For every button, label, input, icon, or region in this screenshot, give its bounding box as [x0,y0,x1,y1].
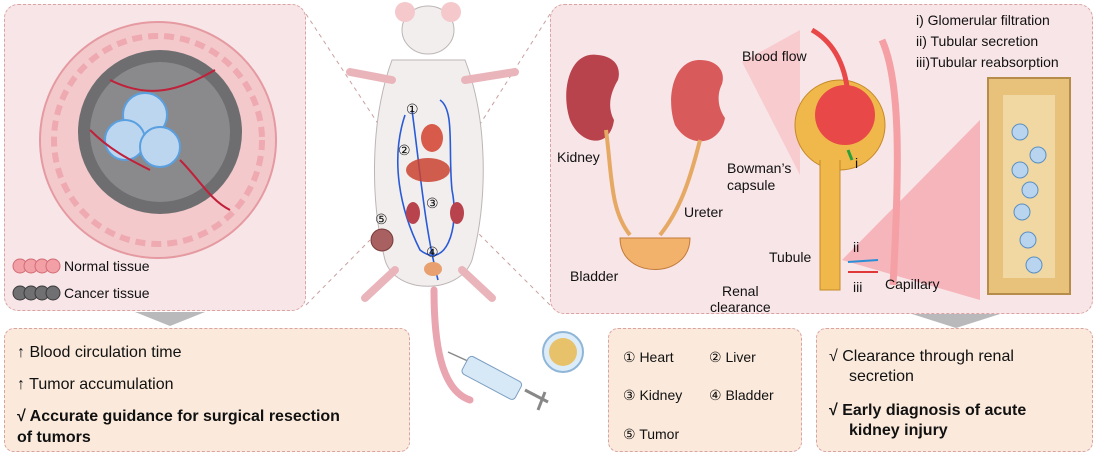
benefit-accumulation: ↑ Tumor accumulation [17,376,174,393]
label-mark-ii: ii [853,239,860,255]
organ-legend-box: ① Heart ② Liver ③ Kidney ④ Bladder ⑤ Tum… [608,328,802,452]
label-tubule: Tubule [769,249,812,265]
tumor-tissue-illustration [39,21,277,259]
organ-legend-liver: ② Liver [709,349,756,365]
benefit-renal-clearance-line2: secretion [849,368,914,385]
tumor-benefits-box: ↑ Blood circulation time ↑ Tumor accumul… [4,328,410,452]
benefit-aki-diagnosis-line1: √ Early diagnosis of acute [829,402,1027,419]
label-kidney: Kidney [557,149,600,165]
benefit-aki-diagnosis-line2: kidney injury [849,422,948,439]
label-bowmans-line1: Bowman’s [727,160,792,176]
marker-heart: ① [406,101,419,117]
capillary-illustration [987,77,1071,295]
organ-legend-tumor: ⑤ Tumor [623,426,680,442]
label-renal-line1: Renal [722,283,759,299]
label-capillary: Capillary [885,276,940,292]
benefit-renal-clearance-line1: √ Clearance through renal [829,348,1014,365]
benefit-surgical-guidance-line1: √ Accurate guidance for surgical resecti… [17,408,340,425]
syringe-illustration [447,331,584,411]
benefit-circulation: ↑ Blood circulation time [17,344,182,361]
pointer-triangle [912,314,1000,328]
step-secretion: ii) Tubular secretion [916,33,1039,49]
normal-tissue-swatch [12,258,61,274]
zoom-spotlight [742,30,800,175]
organ-legend-kidney: ③ Kidney [623,387,683,403]
label-bladder: Bladder [570,268,619,284]
marker-bladder: ④ [426,244,439,260]
step-filtration: i) Glomerular filtration [916,12,1050,28]
label-blood-flow: Blood flow [742,48,807,64]
nephron-illustration [794,27,901,291]
legend-normal-tissue: Normal tissue [64,258,150,274]
kidney-illustration [566,54,725,270]
connector-line [469,224,551,306]
benefit-surgical-guidance-line2: of tumors [17,429,91,446]
legend-cancer-tissue: Cancer tissue [64,285,150,301]
zoom-spotlight [842,120,980,300]
label-renal-line2: clearance [710,299,771,315]
marker-kidney: ③ [426,195,439,211]
organ-legend-heart: ① Heart [623,349,674,365]
label-mark-i: i [855,155,859,171]
cancer-tissue-swatch [12,285,61,301]
organ-legend-bladder: ④ Bladder [709,387,774,403]
label-mark-iii: iii [853,279,863,295]
marker-liver: ② [398,142,411,158]
connector-line [305,239,371,306]
renal-benefits-box: √ Clearance through renal secretion √ Ea… [816,328,1093,452]
marker-tumor: ⑤ [375,211,388,227]
secretion-arrow [847,259,879,263]
pointer-triangle [135,312,205,326]
label-bowmans-line2: capsule [727,177,776,193]
label-ureter: Ureter [684,204,723,220]
filtration-arrow [846,149,854,161]
connector-line [469,13,551,141]
mouse-illustration [346,2,519,404]
step-reabsorption: iii)Tubular reabsorption [916,54,1059,70]
